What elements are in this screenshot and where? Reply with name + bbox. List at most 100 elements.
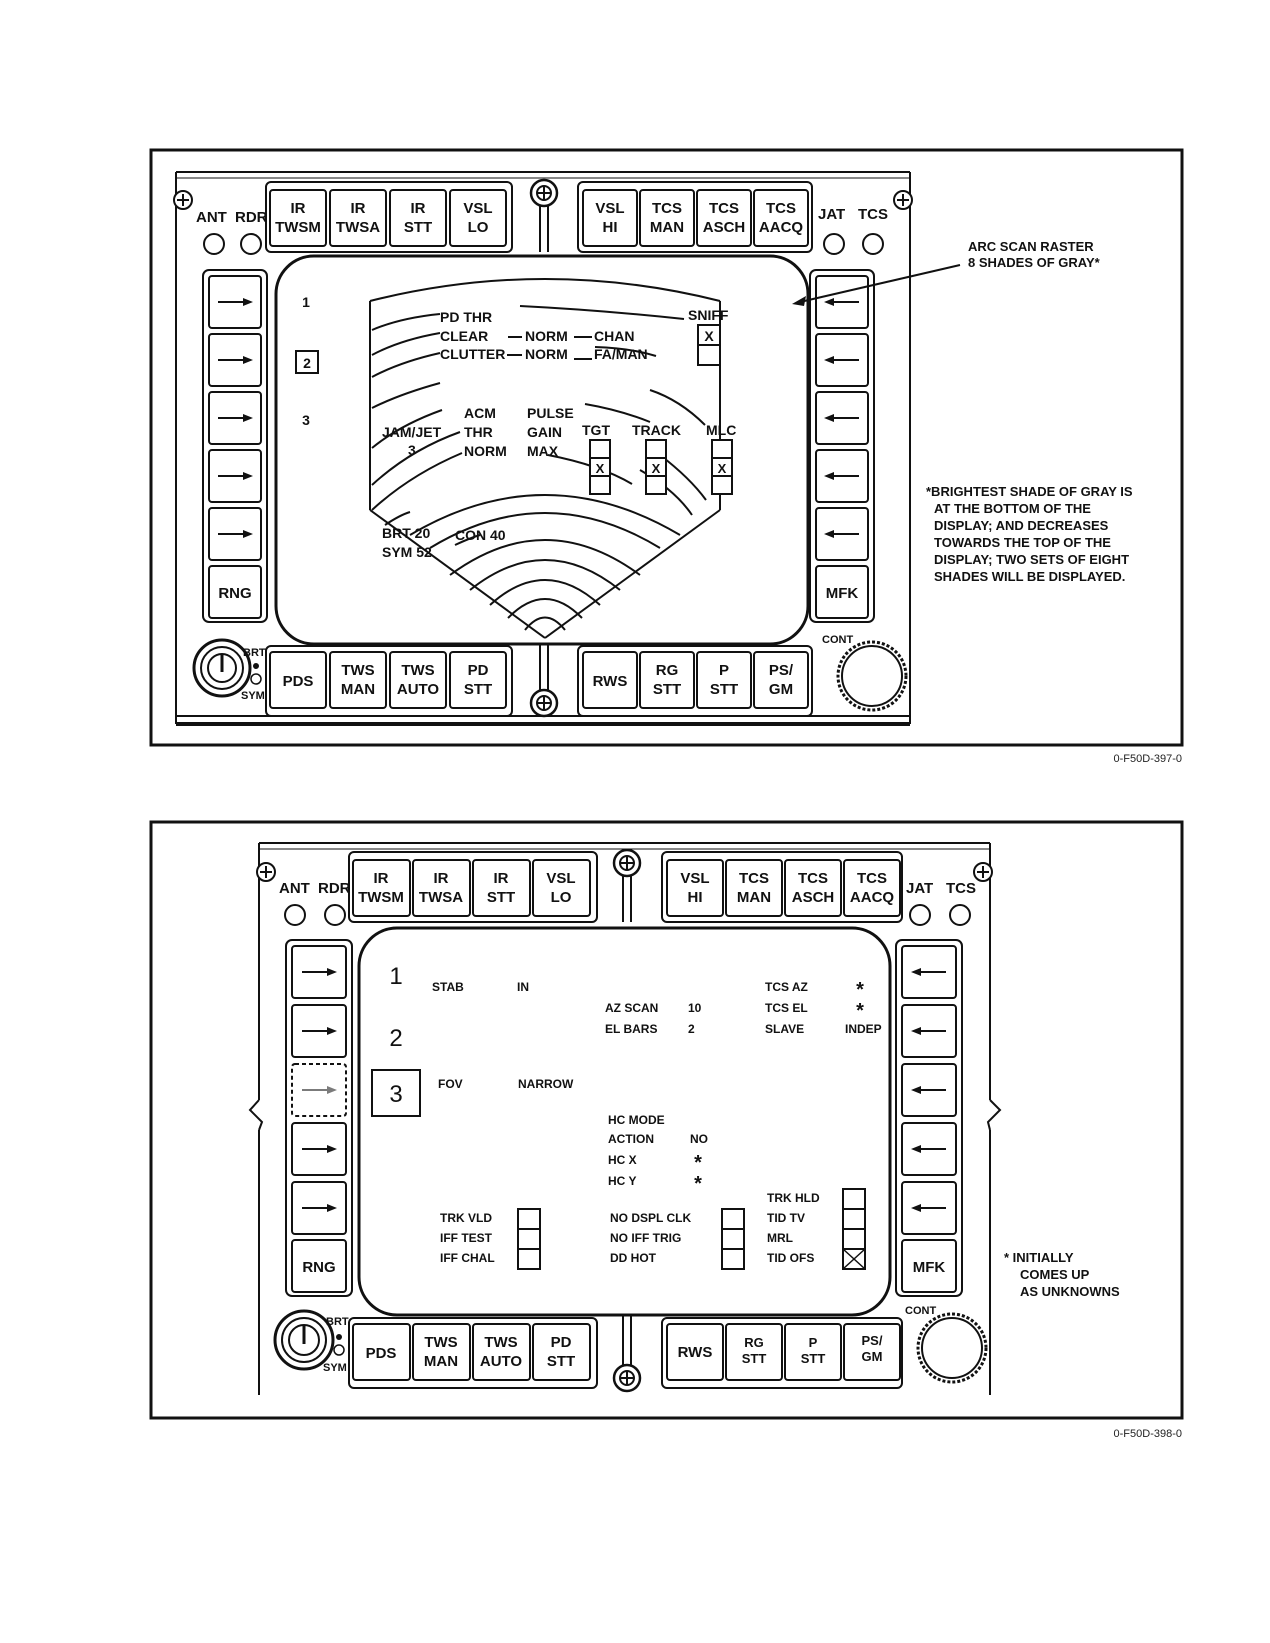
tcs-man-button[interactable]: TCS MAN [725, 859, 783, 917]
vsl-hi-button[interactable]: VSL HI [666, 859, 724, 917]
mlc-box-3[interactable] [711, 475, 733, 495]
rng-button[interactable]: RNG [208, 565, 262, 619]
sniff-off-box[interactable] [697, 344, 721, 366]
right-arrow-button-5[interactable] [815, 507, 869, 561]
right-arrow-button-3[interactable] [815, 391, 869, 445]
tcs-aacq-button[interactable]: TCS AACQ [843, 859, 901, 917]
mode-number-2: 2 [389, 1025, 402, 1052]
hc-y-unknown: * [694, 1173, 702, 1195]
cont-knob[interactable] [916, 1312, 988, 1384]
pd-thr-label: PD THR [440, 309, 492, 325]
button-label-line2: MAN [650, 219, 684, 236]
no-iff-trig-box[interactable] [721, 1228, 745, 1250]
tcs-asch-button[interactable]: TCS ASCH [696, 189, 752, 247]
right-arrow-button-2[interactable] [815, 333, 869, 387]
button-label-line2: STT [404, 219, 432, 236]
right-arrow-button-2[interactable] [901, 1004, 957, 1058]
tid-ofs-box-checked[interactable] [842, 1248, 866, 1270]
tcs-aacq-button[interactable]: TCS AACQ [753, 189, 809, 247]
right-arrow-button-3[interactable] [901, 1063, 957, 1117]
button-label-line2: GM [769, 681, 793, 698]
ir-twsa-button[interactable]: IR TWSA [329, 189, 387, 247]
right-arrow-button-4[interactable] [901, 1122, 957, 1176]
ir-twsm-button[interactable]: IR TWSM [352, 859, 411, 917]
tws-man-button[interactable]: TWS MAN [412, 1323, 471, 1381]
jam-jet-value: 3 [408, 442, 416, 458]
track-box-1[interactable] [645, 439, 667, 459]
tid-tv-box[interactable] [842, 1208, 866, 1230]
button-label-line1: VSL [680, 870, 709, 887]
vsl-lo-button[interactable]: VSL LO [449, 189, 507, 247]
mfk-label: MFK [913, 1259, 946, 1276]
left-arrow-button-3-selected[interactable] [291, 1063, 347, 1117]
pd-stt-button[interactable]: PD STT [449, 651, 507, 709]
pds-button[interactable]: PDS [269, 651, 327, 709]
stab-label: STAB [432, 980, 464, 994]
figure-1-frame [149, 148, 1184, 747]
pds-button[interactable]: PDS [352, 1323, 411, 1381]
right-arrow-button-5[interactable] [901, 1181, 957, 1235]
rws-button[interactable]: RWS [666, 1323, 724, 1381]
left-arrow-button-1[interactable] [291, 945, 347, 999]
trk-hld-box[interactable] [842, 1188, 866, 1210]
button-label-line1: TCS [709, 200, 739, 217]
left-arrow-button-4[interactable] [291, 1122, 347, 1176]
iff-chal-box[interactable] [517, 1248, 541, 1270]
dd-hot-box[interactable] [721, 1248, 745, 1270]
vsl-hi-button[interactable]: VSL HI [582, 189, 638, 247]
left-arrow-button-2[interactable] [291, 1004, 347, 1058]
hc-y-label: HC Y [608, 1174, 636, 1188]
brt-sym-knob[interactable] [273, 1309, 335, 1371]
mfk-button[interactable]: MFK [901, 1239, 957, 1293]
left-arrow-button-2[interactable] [208, 333, 262, 387]
right-arrow-button-1[interactable] [901, 945, 957, 999]
rws-button[interactable]: RWS [582, 651, 638, 709]
ps-gm-button[interactable]: PS/ GM [843, 1323, 901, 1381]
left-arrow-button-4[interactable] [208, 449, 262, 503]
iff-test-box[interactable] [517, 1228, 541, 1250]
left-arrow-button-5[interactable] [208, 507, 262, 561]
tgt-box-3[interactable] [589, 475, 611, 495]
tws-auto-button[interactable]: TWS AUTO [472, 1323, 531, 1381]
mrl-box[interactable] [842, 1228, 866, 1250]
rg-stt-button[interactable]: RG STT [725, 1323, 783, 1381]
tcs-asch-button[interactable]: TCS ASCH [784, 859, 842, 917]
el-bars-value: 2 [688, 1022, 695, 1036]
button-label-line2: TWSA [336, 219, 380, 236]
ir-stt-button[interactable]: IR STT [472, 859, 531, 917]
trk-vld-box[interactable] [517, 1208, 541, 1230]
right-arrow-button-1[interactable] [815, 275, 869, 329]
left-arrow-button-3[interactable] [208, 391, 262, 445]
slave-value: INDEP [845, 1022, 882, 1036]
button-label-line1: PDS [366, 1345, 397, 1362]
vsl-lo-button[interactable]: VSL LO [532, 859, 591, 917]
mfk-button[interactable]: MFK [815, 565, 869, 619]
right-arrow-button-4[interactable] [815, 449, 869, 503]
rg-stt-button[interactable]: RG STT [639, 651, 695, 709]
ps-gm-button[interactable]: PS/ GM [753, 651, 809, 709]
tcs-man-button[interactable]: TCS MAN [639, 189, 695, 247]
ir-twsa-button[interactable]: IR TWSA [412, 859, 471, 917]
track-box-3[interactable] [645, 475, 667, 495]
no-dspl-clk-box[interactable] [721, 1208, 745, 1230]
mlc-box-1[interactable] [711, 439, 733, 459]
p-stt-button[interactable]: P STT [696, 651, 752, 709]
tgt-label: TGT [582, 422, 610, 438]
ir-stt-button[interactable]: IR STT [389, 189, 447, 247]
mode-number-1: 1 [302, 294, 310, 310]
left-arrow-button-5[interactable] [291, 1181, 347, 1235]
brt-sym-knob[interactable] [192, 638, 252, 698]
tws-auto-button[interactable]: TWS AUTO [389, 651, 447, 709]
pd-stt-button[interactable]: PD STT [532, 1323, 591, 1381]
rng-button[interactable]: RNG [291, 1239, 347, 1293]
ir-twsm-button[interactable]: IR TWSM [269, 189, 327, 247]
trk-hld-label: TRK HLD [767, 1191, 820, 1205]
p-stt-button[interactable]: P STT [784, 1323, 842, 1381]
button-label-line2: AUTO [480, 1353, 523, 1370]
tgt-box-1[interactable] [589, 439, 611, 459]
tws-man-button[interactable]: TWS MAN [329, 651, 387, 709]
cont-knob[interactable] [836, 640, 908, 712]
mode-number-3: 3 [302, 412, 310, 428]
left-arrow-button-1[interactable] [208, 275, 262, 329]
